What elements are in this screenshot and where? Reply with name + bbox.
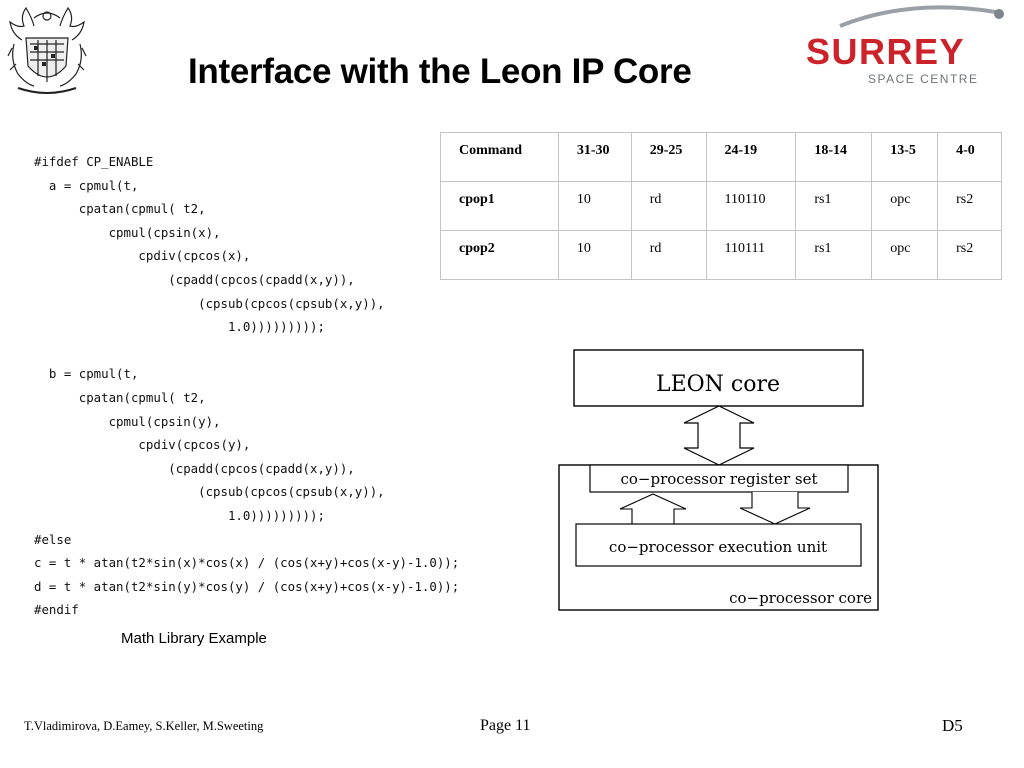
- coprocessor-diagram: LEON core co−processor core co−processor…: [558, 349, 879, 611]
- table-cell: opc: [871, 230, 939, 280]
- code-line: 1.0)))))))));: [34, 319, 325, 335]
- table-header-cell: 13-5: [871, 132, 939, 182]
- code-listing: #ifdef CP_ENABLE a = cpmul(t, cpatan(cpm…: [34, 150, 459, 622]
- university-crest-icon: [7, 6, 87, 94]
- footer-document-id: D5: [942, 716, 963, 735]
- table-cell: 110111: [705, 230, 797, 280]
- code-line: 1.0)))))))));: [34, 507, 325, 523]
- leon-core-label: LEON core: [656, 372, 780, 397]
- coprocessor-core-label: co−processor core: [729, 589, 872, 607]
- code-line: cpdiv(cpcos(x),: [34, 248, 251, 264]
- table-cell: rs2: [937, 230, 1002, 280]
- surrey-space-centre-logo: SURREY SPACE CENTRE: [806, 5, 1004, 86]
- register-set-label: co−processor register set: [620, 470, 817, 488]
- table-cell: rs2: [937, 181, 1002, 231]
- logo-subtitle: SPACE CENTRE: [868, 72, 978, 86]
- slide-title: Interface with the Leon IP Core: [188, 52, 692, 91]
- execution-unit-box: [575, 523, 862, 567]
- code-line: #endif: [34, 602, 79, 618]
- table-cell: 10: [557, 230, 632, 280]
- code-line: (cpsub(cpcos(cpsub(x,y)),: [34, 484, 385, 500]
- table-cell: 110110: [705, 181, 797, 231]
- code-caption: Math Library Example: [121, 630, 267, 647]
- code-line: b = cpmul(t,: [34, 366, 139, 382]
- code-line: a = cpmul(t,: [34, 177, 139, 193]
- code-line: (cpsub(cpcos(cpsub(x,y)),: [34, 295, 385, 311]
- table-header-cell: 4-0: [937, 132, 1002, 182]
- bidirectional-arrow-icon: [683, 405, 755, 466]
- table-header-cell: 29-25: [630, 132, 707, 182]
- code-line: (cpadd(cpcos(cpadd(x,y)),: [34, 271, 355, 287]
- table-cell: rd: [630, 181, 707, 231]
- code-line: cpatan(cpmul( t2,: [34, 201, 206, 217]
- logo-swoosh-icon: [839, 5, 997, 28]
- code-line: cpdiv(cpcos(y),: [34, 437, 251, 453]
- code-line: cpatan(cpmul( t2,: [34, 389, 206, 405]
- table-cell: rd: [630, 230, 707, 280]
- command-cell: cpop2: [440, 230, 559, 280]
- code-line: c = t * atan(t2*sin(x)*cos(x) / (cos(x+y…: [34, 555, 460, 571]
- code-line: [34, 339, 459, 363]
- table-cell: 10: [557, 181, 632, 231]
- table-header-cell: 31-30: [557, 132, 632, 182]
- footer-authors: T.Vladimirova, D.Eamey, S.Keller, M.Swee…: [24, 719, 264, 733]
- table-cell: rs1: [795, 230, 873, 280]
- code-line: (cpadd(cpcos(cpadd(x,y)),: [34, 460, 355, 476]
- table-cell: opc: [871, 181, 939, 231]
- code-line: cpmul(cpsin(y),: [34, 413, 221, 429]
- register-set-box: [589, 464, 849, 493]
- logo-word: SURREY: [806, 31, 965, 72]
- table-header-cell: 24-19: [705, 132, 797, 182]
- footer-page-number: Page 11: [480, 717, 531, 734]
- table-header-cell: 18-14: [795, 132, 873, 182]
- code-line: #ifdef CP_ENABLE: [34, 154, 154, 169]
- table-header-cell: Command: [440, 132, 559, 182]
- table-cell: rs1: [795, 181, 873, 231]
- execution-unit-label: co−processor execution unit: [609, 538, 827, 556]
- code-line: cpmul(cpsin(x),: [34, 224, 221, 240]
- command-cell: cpop1: [440, 181, 559, 231]
- code-line: d = t * atan(t2*sin(y)*cos(y) / (cos(x+y…: [34, 578, 460, 594]
- code-line: #else: [34, 531, 72, 547]
